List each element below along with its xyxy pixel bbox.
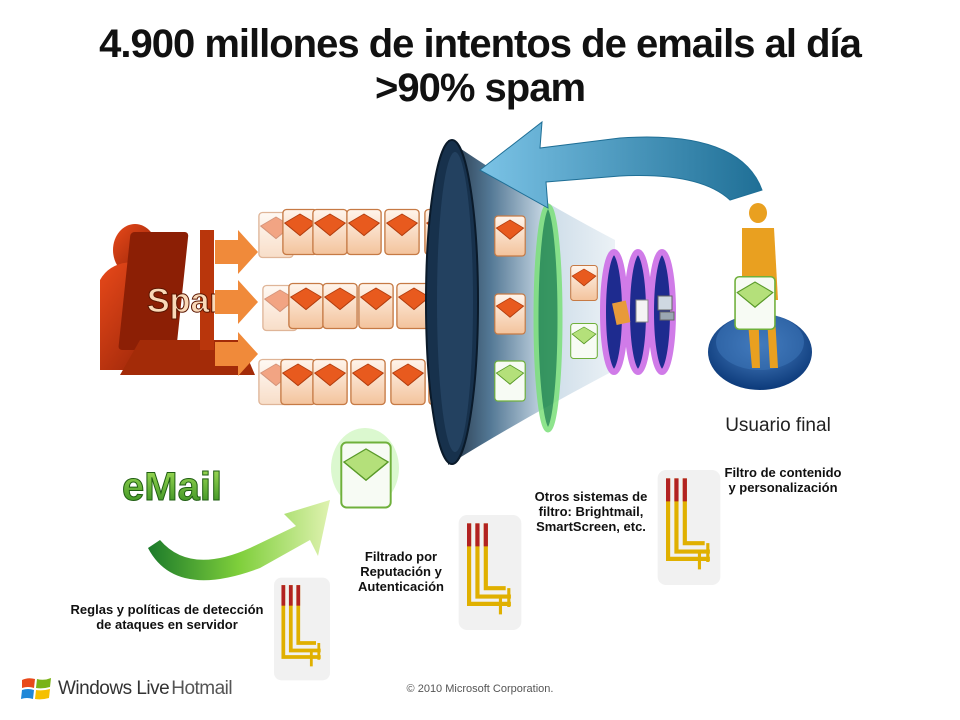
- title-line-2: >90% spam: [374, 66, 586, 110]
- email-label: eMail: [122, 465, 222, 509]
- end-user-icon: [708, 203, 812, 390]
- pipe-filter-icon: [274, 578, 330, 681]
- filter-label-contenido: Filtro de contenido y personalización: [724, 465, 842, 495]
- feedback-arrow-icon: [479, 120, 763, 209]
- windows-flag-icon: [21, 678, 51, 700]
- filter-label-otros: Otros sistemas de filtro: Brightmail, Sm…: [534, 489, 648, 534]
- pipe-filter-icon: [658, 470, 721, 585]
- brand-windows-live: Windows Live: [58, 678, 170, 699]
- funnel-icon: [425, 139, 615, 465]
- spam-arrows: [215, 230, 258, 376]
- page-title: 4.900 millones de intentos de emails al …: [0, 22, 960, 110]
- end-user-label: Usuario final: [725, 415, 831, 436]
- pipe-filter-icon: [459, 515, 522, 630]
- spammer-silhouette-icon: [100, 224, 255, 375]
- filter-label-reglas: Reglas y políticas de detección de ataqu…: [70, 602, 264, 632]
- filter-ring-icon: [600, 249, 676, 375]
- email-arrow-icon: [148, 500, 330, 581]
- brand-hotmail: Hotmail: [171, 678, 233, 699]
- reputation-filter-ring-icon: [533, 203, 563, 433]
- copyright: © 2010 Microsoft Corporation.: [406, 683, 554, 695]
- windows-live-hotmail-logo: Windows Live Hotmail: [20, 672, 233, 706]
- envelope-icon: [331, 428, 399, 509]
- filter-label-reputacion: Filtrado por Reputación y Autenticación: [358, 549, 444, 594]
- title-line-1: 4.900 millones de intentos de emails al …: [99, 22, 862, 66]
